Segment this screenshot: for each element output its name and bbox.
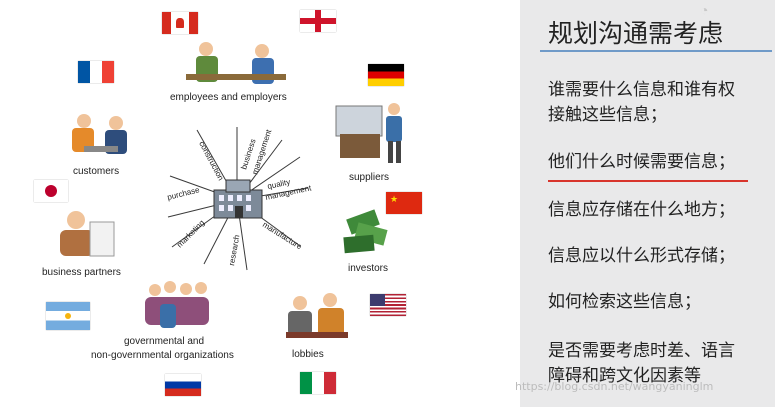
list-item-line: 他们什么时候需要信息；: [548, 152, 735, 172]
list-item: 信息应以什么形式存储；: [548, 244, 773, 269]
spoke-label-construction: construction: [197, 140, 225, 182]
italy-flag-icon: [300, 372, 336, 394]
label-employees: employees and employers: [170, 92, 287, 103]
label-business-partners: business partners: [42, 267, 121, 278]
customers-clipart: [72, 114, 127, 154]
list-item-line: 信息应以什么形式存储；: [548, 246, 735, 266]
title-divider: [540, 50, 772, 52]
list-item: 谁需要什么信息和谁有权 接触这些信息；: [548, 78, 773, 128]
usa-flag-icon: [370, 294, 406, 316]
considerations-panel: 规划沟通需考虑 谁需要什么信息和谁有权 接触这些信息； 他们什么时候需要信息； …: [520, 0, 775, 407]
building-icon: [213, 179, 263, 219]
canada-flag-icon: [162, 12, 198, 34]
label-suppliers: suppliers: [349, 172, 390, 183]
watermark: https://blog.csdn.net/wangyaninglm: [515, 380, 714, 393]
stakeholder-diagram: construction business management quality…: [60, 42, 402, 338]
list-item-line: 谁需要什么信息和谁有权: [548, 80, 735, 100]
list-item-line: 接触这些信息；: [548, 105, 667, 125]
list-item-highlighted: 他们什么时候需要信息；: [548, 150, 773, 175]
panel-title: 规划沟通需考虑: [548, 19, 724, 48]
spoke-label-purchase: purchase: [166, 185, 201, 202]
label-investors: investors: [348, 263, 389, 274]
list-item: 如何检索这些信息；: [548, 290, 773, 315]
label-organizations-line1: governmental and: [124, 336, 205, 347]
partners-clipart: [60, 211, 115, 257]
investors-clipart: [343, 209, 388, 254]
label-lobbies: lobbies: [292, 349, 324, 360]
list-item-line: 是否需要考虑时差、语言: [548, 341, 735, 361]
diagram-area: construction business management quality…: [34, 10, 422, 396]
suppliers-clipart: [335, 103, 402, 163]
spoke-label-research: research: [227, 234, 241, 266]
list-item-line: 障碍和跨文化因素等: [548, 366, 701, 386]
list-item-line: 信息应存储在什么地方；: [548, 200, 735, 220]
france-flag-icon: [78, 61, 114, 83]
list-item: 信息应存储在什么地方；: [548, 198, 773, 223]
japan-flag-icon: [34, 180, 68, 202]
russia-flag-icon: [165, 374, 201, 396]
logo-icon: ◔: [700, 2, 709, 18]
lobbies-clipart: [286, 293, 348, 338]
employees-clipart: [186, 42, 286, 84]
highlight-underline: [548, 180, 748, 182]
list-item-line: 如何检索这些信息；: [548, 292, 701, 312]
china-flag-icon: ★: [386, 192, 422, 214]
england-flag-icon: [300, 10, 336, 32]
spoke-label-marketing: marketing: [175, 218, 206, 249]
spoke-label-manufacture: manufacture: [261, 220, 304, 251]
germany-flag-icon: [368, 64, 404, 86]
list-item: 是否需要考虑时差、语言 障碍和跨文化因素等: [548, 339, 773, 389]
label-customers: customers: [73, 166, 120, 177]
organizations-clipart: [145, 281, 209, 328]
label-organizations-line2: non-governmental organizations: [91, 350, 234, 361]
argentina-flag-icon: [46, 302, 90, 330]
